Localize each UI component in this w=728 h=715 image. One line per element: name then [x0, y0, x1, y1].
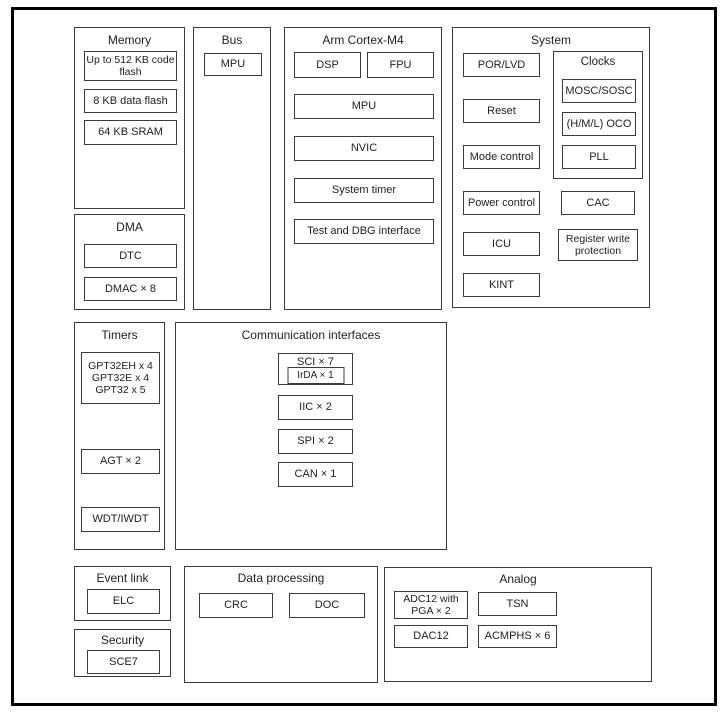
event-link-title: Event link: [96, 571, 149, 585]
code-flash-box: Up to 512 KB code flash: [84, 51, 177, 81]
pll-box: PLL: [562, 145, 636, 169]
iic-box: IIC × 2: [278, 395, 353, 420]
analog-block: Analog ADC12 with PGA × 2 TSN DAC12 ACMP…: [384, 567, 652, 682]
data-processing-block: Data processing CRC DOC: [184, 566, 378, 683]
cortex-mpu-box: MPU: [294, 94, 434, 119]
clocks-title: Clocks: [580, 56, 616, 68]
comm-title: Communication interfaces: [241, 328, 381, 342]
gpt-box: GPT32EH x 4 GPT32E x 4 GPT32 x 5: [81, 352, 160, 404]
oco-box: (H/M/L) OCO: [562, 112, 636, 136]
timers-title: Timers: [101, 328, 138, 342]
sram-box: 64 KB SRAM: [84, 120, 177, 145]
system-block: System POR/LVD Reset Mode control Power …: [452, 27, 650, 308]
nvic-box: NVIC: [294, 136, 434, 161]
cortex-block: Arm Cortex-M4 DSP FPU MPU NVIC System ti…: [284, 27, 442, 310]
bus-block: Bus MPU: [193, 27, 271, 310]
cac-box: CAC: [561, 191, 635, 215]
doc-box: DOC: [289, 593, 365, 618]
timers-block: Timers GPT32EH x 4 GPT32E x 4 GPT32 x 5 …: [74, 322, 165, 550]
mode-control-box: Mode control: [463, 145, 540, 169]
sci-box: SCI × 7 IrDA × 1: [278, 353, 353, 385]
power-control-box: Power control: [463, 191, 540, 215]
dma-block: DMA DTC DMAC × 8: [74, 214, 185, 310]
comm-block: Communication interfaces SCI × 7 IrDA × …: [175, 322, 447, 550]
memory-block: Memory Up to 512 KB code flash 8 KB data…: [74, 27, 185, 209]
wdt-box: WDT/IWDT: [81, 507, 160, 532]
dmac-box: DMAC × 8: [84, 277, 177, 301]
tsn-box: TSN: [478, 592, 557, 616]
crc-box: CRC: [199, 593, 273, 618]
icu-box: ICU: [463, 232, 540, 256]
sce-box: SCE7: [87, 650, 160, 674]
cortex-title: Arm Cortex-M4: [322, 33, 404, 47]
analog-title: Analog: [499, 572, 537, 586]
bus-title: Bus: [221, 33, 243, 47]
system-timer-box: System timer: [294, 178, 434, 203]
dma-title: DMA: [116, 220, 143, 234]
dac-box: DAC12: [394, 625, 468, 648]
diagram-outer-frame: [11, 7, 717, 706]
acmphs-box: ACMPHS × 6: [478, 625, 557, 648]
mosc-sosc-box: MOSC/SOSC: [562, 79, 636, 103]
spi-box: SPI × 2: [278, 429, 353, 454]
reg-write-protection-box: Register write protection: [558, 229, 638, 261]
adc-box: ADC12 with PGA × 2: [394, 591, 468, 619]
por-lvd-box: POR/LVD: [463, 53, 540, 77]
clocks-subblock: Clocks MOSC/SOSC (H/M/L) OCO PLL: [553, 51, 643, 179]
system-title: System: [530, 33, 571, 47]
fpu-box: FPU: [367, 52, 434, 78]
test-dbg-box: Test and DBG interface: [294, 219, 434, 244]
security-block: Security SCE7: [74, 629, 171, 677]
sci-label: SCI × 7: [297, 356, 334, 368]
agt-box: AGT × 2: [81, 449, 160, 474]
dtc-box: DTC: [84, 244, 177, 268]
irda-box: IrDA × 1: [287, 367, 344, 384]
event-link-block: Event link ELC: [74, 566, 171, 621]
data-flash-box: 8 KB data flash: [84, 89, 177, 113]
data-processing-title: Data processing: [237, 571, 325, 585]
bus-mpu-box: MPU: [204, 53, 262, 76]
memory-title: Memory: [107, 33, 152, 47]
can-box: CAN × 1: [278, 462, 353, 487]
elc-box: ELC: [87, 589, 160, 614]
security-title: Security: [100, 633, 145, 647]
dsp-box: DSP: [294, 52, 361, 78]
reset-box: Reset: [463, 99, 540, 123]
kint-box: KINT: [463, 273, 540, 297]
